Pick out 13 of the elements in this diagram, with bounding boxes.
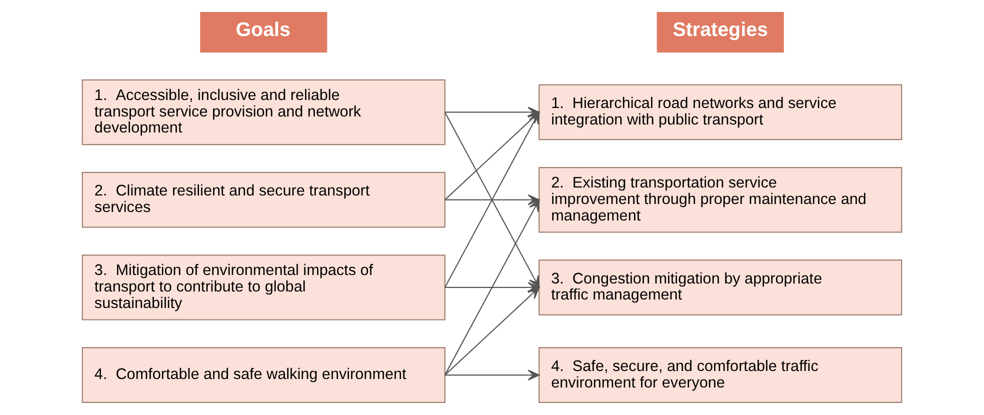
- node-box: 3. Mitigation of environmental impacts of transport to contribute to global sustainability: [82, 254, 446, 320]
- node-box: 2. Climate resilient and secure transport services: [82, 172, 446, 228]
- node-box: 1. Hierarchical road networks and service integration with public transport: [538, 84, 902, 140]
- node-box: Strategies: [656, 12, 784, 53]
- node-box: 1. Accessible, inclusive and reliable transport service provision and network development: [82, 79, 446, 146]
- arrow: [444, 370, 540, 381]
- node-box: 4. Comfortable and safe walking environment: [82, 347, 446, 403]
- node-box: Goals: [200, 12, 328, 53]
- arrow: [444, 194, 540, 206]
- node-box: 3. Congestion mitigation by appropriate traffic management: [538, 260, 902, 316]
- node-box: 2. Existing transportation service improvement through proper maintenance and management: [538, 166, 902, 233]
- node-box: 4. Safe, secure, and comfortable traffic environment for everyone: [538, 347, 902, 403]
- arrow: [444, 286, 540, 376]
